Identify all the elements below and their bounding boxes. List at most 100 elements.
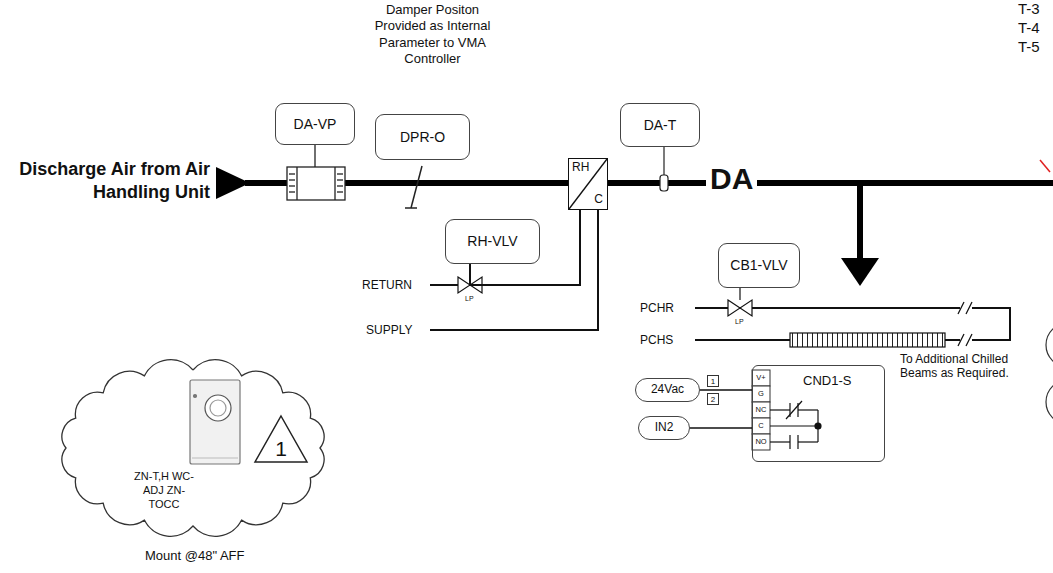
airflow-station: [337, 191, 343, 192]
signal-wire: [700, 389, 752, 390]
chilled-beam-valve: [728, 300, 752, 316]
point-box: DA-VP: [275, 103, 355, 145]
point-box: DPR-O: [375, 114, 470, 160]
airflow-station: [337, 185, 343, 186]
mounting-note: Mount @48" AFF: [145, 548, 244, 564]
offpage-symbols: [1046, 323, 1053, 424]
condensate-contacts: [770, 401, 821, 449]
chilled-beam: [790, 333, 945, 347]
terminal-name: NO: [752, 437, 770, 446]
airflow-station: [287, 167, 345, 200]
chilled-water-piping: [945, 339, 960, 341]
supply-duct: [857, 186, 863, 260]
offpage-symbols: [1046, 380, 1053, 424]
valve-type: LP: [465, 295, 474, 303]
condensate-contacts: [770, 441, 790, 442]
damper-symbol: [405, 207, 417, 209]
condensate-contacts: [770, 409, 790, 410]
revision-triangle: 1: [253, 414, 309, 464]
terminal-name: V+: [752, 373, 770, 382]
terminal-strip: [752, 370, 770, 450]
node-text: CB1-VLV: [730, 257, 787, 273]
pipe-break: [958, 302, 964, 314]
damper-symbol: [411, 166, 422, 208]
thermostat-icon: [190, 380, 240, 464]
condensate-contacts: [815, 423, 821, 429]
coil-divider: [569, 159, 607, 209]
hot-water-piping: [430, 210, 598, 330]
valve-type: LP: [735, 318, 744, 326]
signal-tag: IN2: [638, 416, 690, 440]
condensate-contacts: [789, 435, 790, 449]
duct-label: DA: [706, 164, 757, 194]
terminal-strip: [752, 402, 770, 418]
chilled-water-piping: [695, 339, 790, 341]
temperature-sensor: [663, 147, 664, 175]
terminal-name: G: [752, 389, 770, 398]
tag-label: T-5: [1018, 38, 1040, 56]
airflow-station: [334, 167, 335, 200]
pipe-label: SUPPLY: [366, 323, 412, 337]
chilled-water-piping: [972, 307, 1010, 309]
tag-label: T-3: [1018, 0, 1040, 18]
thermostat-icon: [194, 395, 197, 398]
point-box: CB1-VLV: [718, 243, 800, 288]
signal-wire: [690, 427, 752, 428]
flow-label: Discharge Air from Air Handling Unit: [15, 158, 210, 203]
airflow-station: [289, 191, 295, 192]
terminal-name: NC: [752, 405, 770, 414]
cloud-outline: [62, 360, 324, 537]
node-text: DPR-O: [400, 129, 445, 145]
node-text: CND1-S: [803, 374, 851, 389]
point-box: DA-T: [620, 103, 700, 147]
airflow-station: [289, 179, 295, 180]
airflow-station: [289, 185, 295, 186]
pipe-break: [966, 302, 972, 314]
chilled-beam: [790, 333, 945, 347]
pipe-break: [958, 334, 964, 346]
terminal-strip: [752, 434, 770, 450]
chilled-beam-valve: [728, 288, 752, 316]
node-text: ZN-T,H WC-ADJ ZN-TOCC: [128, 470, 200, 511]
pipe-break: [966, 334, 972, 346]
offpage-symbols: [1046, 323, 1053, 367]
terminal-strip: [752, 418, 770, 434]
coil-box: RHC: [568, 158, 608, 210]
temperature-sensor: [660, 175, 668, 191]
point-box: RH-VLV: [445, 219, 540, 264]
tag-label: T-4: [1018, 19, 1040, 37]
revision-mark: [1040, 160, 1050, 172]
terminal-strip: [752, 386, 770, 402]
node-text: RH: [572, 161, 589, 175]
pipe-label: PCHS: [640, 333, 673, 347]
condensate-contacts: [798, 409, 818, 410]
temperature-sensor: [660, 147, 668, 191]
switch-box: CND1-S: [752, 365, 885, 462]
chilled-beam-valve: [739, 288, 740, 300]
revision-mark: [1040, 160, 1050, 172]
pipe-break: [958, 302, 972, 346]
signal-tag: 24Vac: [635, 378, 700, 402]
thermostat-icon: [192, 457, 238, 458]
hot-water-piping: [430, 210, 598, 330]
node-text: RH-VLV: [467, 233, 517, 249]
condensate-contacts: [770, 425, 818, 426]
supply-duct: [841, 258, 879, 286]
note-text: To Additional Chilled Beams as Required.: [900, 352, 1035, 381]
pin-number: 2: [707, 393, 719, 405]
node-text: IN2: [655, 421, 674, 435]
chilled-water-piping: [1009, 307, 1011, 341]
airflow-station: [287, 145, 345, 200]
airflow-station: [337, 173, 343, 174]
hot-water-piping: [430, 284, 462, 286]
node-text: DA-VP: [294, 116, 337, 132]
terminal-name: C: [752, 421, 770, 430]
thermostat-icon: [205, 395, 231, 421]
revision-cloud: ZN-T,H WC-ADJ ZN-TOCC 1: [48, 352, 338, 544]
thermostat-icon: [210, 400, 226, 416]
node-text: DA-T: [644, 117, 677, 133]
pin-number: 1: [707, 375, 719, 387]
supply-duct: [216, 167, 250, 199]
supply-duct: [245, 180, 1053, 186]
condensate-contacts: [798, 441, 818, 442]
